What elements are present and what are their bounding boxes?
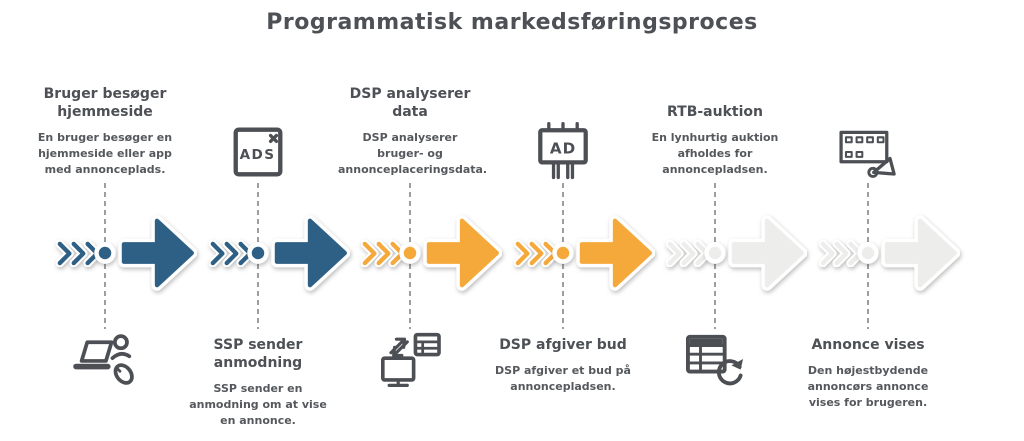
process-step-6: Annonce vises Den højestbydende annoncør…: [792, 0, 960, 441]
table-refresh-icon: [686, 334, 744, 386]
arrow-icon: [728, 215, 807, 291]
timeline-dot: [552, 242, 574, 264]
timeline-dot: [399, 242, 421, 264]
step-description: DSP afgiver et bud på annoncepladsen.: [495, 364, 631, 394]
process-step-3: DSP analyserer data DSP analyserer bruge…: [334, 0, 502, 441]
svg-text:ADS: ADS: [240, 147, 276, 163]
timeline-dot: [94, 242, 116, 264]
step-title: DSP afgiver bud: [499, 337, 627, 353]
process-step-5: RTB-auktion En lynhurtig auktion afholde…: [639, 0, 807, 441]
arrow-icon: [423, 215, 502, 291]
timeline-dot: [247, 242, 269, 264]
user-laptop-icon: [73, 334, 134, 385]
data-transfer-icon: [381, 332, 441, 387]
svg-text:AD: AD: [550, 139, 576, 157]
step-text: DSP afgiver bud DSP afgiver et bud på an…: [487, 336, 639, 395]
process-step-4: AD DSP afgiver bud DSP afgiver et bud på…: [487, 0, 655, 441]
arrow-icon: [881, 215, 960, 291]
step-title: Annonce vises: [811, 337, 925, 353]
page-title: Programmatisk markedsføringsproces: [266, 10, 758, 35]
step-description: En bruger besøger en hjemmeside eller ap…: [37, 131, 173, 177]
step-title: RTB-auktion: [667, 104, 763, 120]
step-description: SSP sender en anmodning om at vise en an…: [189, 382, 327, 428]
timeline-dot: [857, 242, 879, 264]
step-title: DSP analyserer data: [349, 85, 471, 120]
arrow-icon: [576, 215, 655, 291]
step-text: Bruger besøger hjemmeside En bruger besø…: [29, 85, 181, 178]
ad-popup-icon: ADS: [233, 127, 283, 177]
step-description: Den højestbydende annoncørs annonce vise…: [807, 364, 929, 410]
step-text: Annonce vises Den højestbydende annoncør…: [792, 336, 944, 411]
step-description: En lynhurtig auktion afholdes for annonc…: [651, 131, 779, 177]
step-description: DSP analyserer bruger- og annonceplaceri…: [338, 131, 488, 177]
step-text: DSP analyserer data DSP analyserer bruge…: [334, 85, 488, 178]
step-title: SSP sender anmodning: [213, 337, 303, 372]
step-text: RTB-auktion En lynhurtig auktion afholde…: [639, 103, 791, 178]
billboard-ad-icon: AD: [538, 121, 588, 180]
film-megaphone-icon: [839, 130, 896, 178]
process-step-1: Bruger besøger hjemmeside En bruger besø…: [29, 0, 197, 441]
process-step-2: ADS SSP sender anmodning SSP sender en a…: [182, 0, 350, 441]
timeline-dot: [704, 242, 726, 264]
step-text: SSP sender anmodning SSP sender en anmod…: [182, 336, 334, 429]
step-title: Bruger besøger hjemmeside: [43, 85, 167, 120]
arrow-icon: [271, 215, 350, 291]
arrow-icon: [118, 215, 197, 291]
